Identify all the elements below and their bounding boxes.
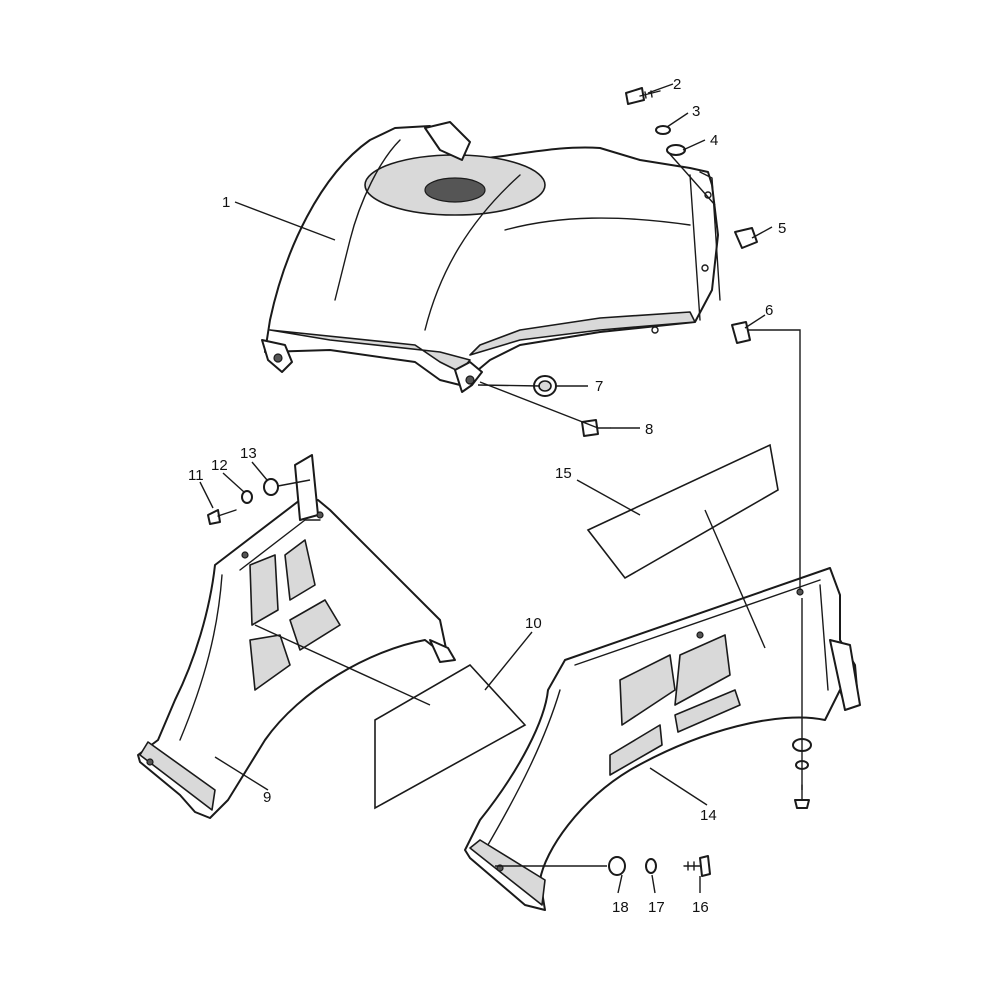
part-1-upper-fender — [261, 121, 721, 393]
callout-18: 18 — [612, 899, 629, 916]
part-screw-right-column — [794, 784, 810, 809]
callout-2: 2 — [673, 76, 681, 93]
callout-1: 1 — [222, 194, 230, 211]
part-8-bolt — [581, 419, 611, 437]
part-12-washer — [241, 490, 253, 504]
callout-10: 10 — [525, 615, 542, 632]
callout-6: 6 — [765, 302, 773, 319]
callout-16: 16 — [692, 899, 709, 916]
callout-3: 3 — [692, 103, 700, 120]
part-17-washer — [645, 858, 657, 874]
part-14-right-side-panel — [464, 567, 861, 911]
part-10-left-decal — [374, 663, 527, 810]
callout-12: 12 — [211, 457, 228, 474]
callout-11: 11 — [188, 467, 204, 484]
part-2-screw — [625, 87, 661, 105]
part-9-left-side-panel — [137, 454, 456, 819]
callout-5: 5 — [778, 220, 786, 237]
part-6-clip-nut — [731, 321, 751, 344]
part-18-grommet — [608, 856, 626, 876]
part-16-screw — [683, 855, 711, 877]
part-13-grommet — [263, 478, 279, 496]
hardware-fasteners — [207, 87, 812, 877]
callout-15: 15 — [555, 465, 572, 482]
part-15-right-decal — [586, 443, 779, 580]
part-11-screw — [207, 509, 237, 525]
callout-labels: 1 2 3 4 5 6 7 8 9 10 11 12 13 14 15 16 1… — [188, 76, 786, 916]
leader-lines — [199, 83, 803, 894]
part-4-grommet — [666, 144, 686, 156]
part-3-washer — [655, 125, 671, 135]
part-7-grommet — [533, 375, 557, 397]
callout-9: 9 — [263, 789, 271, 806]
callout-14: 14 — [700, 807, 717, 824]
callout-8: 8 — [645, 421, 653, 438]
callout-4: 4 — [710, 132, 718, 149]
callout-13: 13 — [240, 445, 257, 462]
callout-7: 7 — [595, 378, 603, 395]
callout-17: 17 — [648, 899, 665, 916]
part-5-clip-nut — [734, 227, 758, 249]
